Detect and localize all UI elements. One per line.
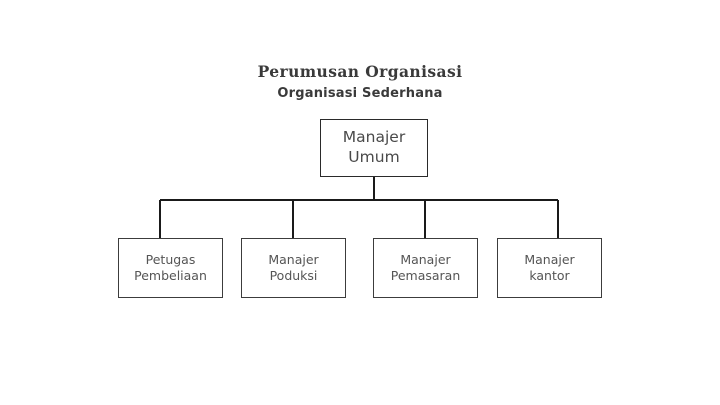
org-node-manajer-kantor[interactable]: Manajer kantor [497, 238, 602, 298]
connector-drop-petugas-pembeliaan [159, 200, 161, 238]
org-node-label: Manajer kantor [524, 252, 575, 283]
connector-root-stem [373, 177, 375, 200]
org-node-manajer-pemasaran[interactable]: Manajer Pemasaran [373, 238, 478, 298]
org-node-manajer-umum[interactable]: Manajer Umum [320, 119, 428, 177]
connector-horizontal-bus [160, 199, 558, 201]
org-node-manajer-poduksi[interactable]: Manajer Poduksi [241, 238, 346, 298]
org-node-label: Petugas Pembeliaan [134, 252, 207, 283]
page-subtitle: Organisasi Sederhana [277, 86, 443, 101]
org-node-label: Manajer Pemasaran [390, 252, 461, 283]
page-title: Perumusan Organisasi [257, 62, 463, 81]
connector-drop-manajer-kantor [557, 200, 559, 238]
org-node-label: Manajer Umum [342, 128, 406, 166]
connector-drop-manajer-poduksi [292, 200, 294, 238]
connector-drop-manajer-pemasaran [424, 200, 426, 238]
org-node-petugas-pembeliaan[interactable]: Petugas Pembeliaan [118, 238, 223, 298]
org-node-label: Manajer Poduksi [268, 252, 319, 283]
